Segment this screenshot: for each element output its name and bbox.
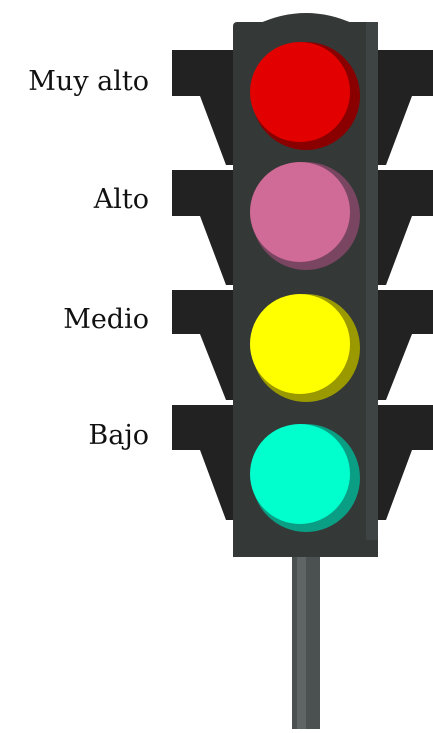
- level-label-muy-alto: Muy alto: [28, 66, 149, 97]
- left-bracket-1: [172, 50, 234, 165]
- right-bracket-3: [378, 290, 433, 400]
- left-brackets: [172, 50, 234, 520]
- level-label-bajo: Bajo: [88, 420, 149, 451]
- lamp-muy-alto: [250, 42, 360, 150]
- level-label-medio: Medio: [63, 304, 149, 335]
- left-bracket-2: [172, 170, 234, 285]
- housing: [233, 13, 378, 557]
- right-brackets: [378, 50, 433, 520]
- pole: [292, 552, 320, 729]
- right-bracket-4: [378, 405, 433, 520]
- left-bracket-3: [172, 290, 234, 400]
- right-bracket-2: [378, 170, 433, 285]
- left-bracket-4: [172, 405, 234, 520]
- right-bracket-1: [378, 50, 433, 165]
- level-label-alto: Alto: [93, 184, 149, 215]
- lamp-alto: [250, 162, 360, 270]
- lamp-medio: [250, 294, 360, 402]
- lamp-bajo: [250, 424, 360, 532]
